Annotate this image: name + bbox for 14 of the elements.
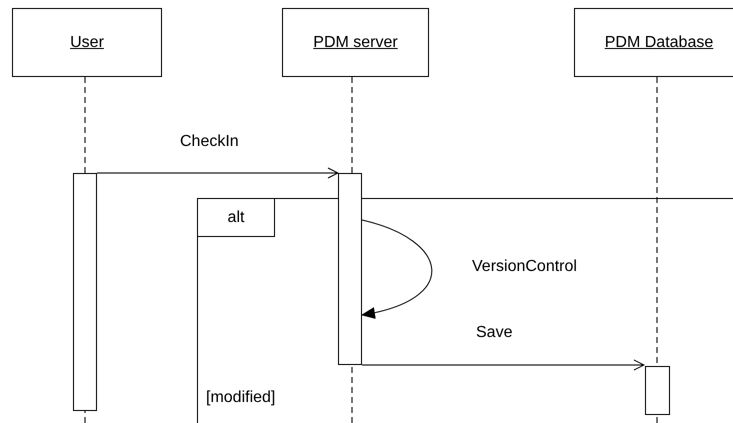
- guard-condition: [modified]: [206, 389, 276, 407]
- operator-tab: alt: [198, 199, 275, 237]
- message-arrow: [361, 220, 432, 318]
- participant-box: [12, 8, 162, 77]
- participant-box: [574, 8, 733, 77]
- activation-bar: [73, 173, 97, 411]
- participant-box: [282, 8, 429, 77]
- activation-bar: [338, 173, 362, 365]
- participant-name: PDM Database: [604, 34, 714, 52]
- activation-bar: [645, 366, 670, 415]
- message-arrow: [362, 360, 644, 370]
- message-arrow: [96, 168, 338, 178]
- participant-name: PDM server: [313, 34, 398, 52]
- participant-name: User: [70, 34, 104, 52]
